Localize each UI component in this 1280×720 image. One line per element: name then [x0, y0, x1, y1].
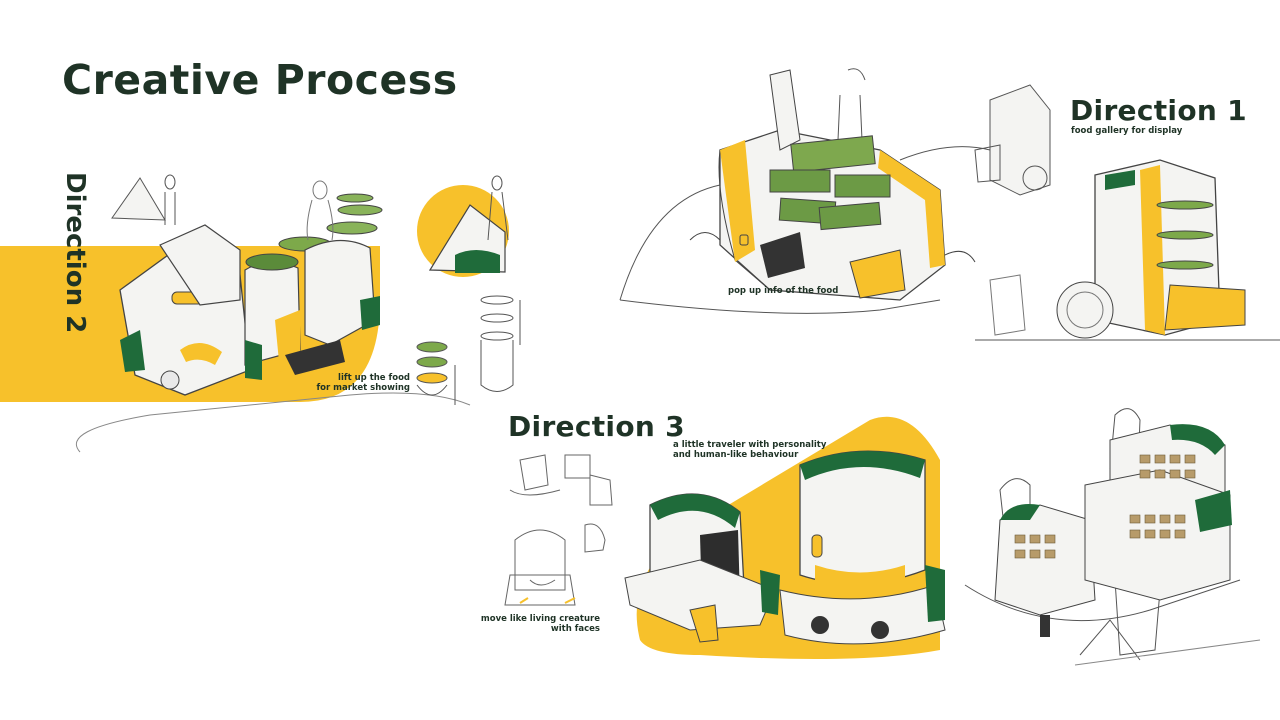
direction1-heading: Direction 1	[1070, 94, 1247, 127]
direction2-heading: Direction 2	[56, 172, 92, 333]
direction2-caption-line2: for market showing	[316, 383, 410, 393]
direction3-caption-line1: a little traveler with personality	[673, 440, 827, 450]
direction3-sketch	[504, 408, 1261, 666]
direction2-heading-text: Direction 2	[60, 172, 90, 334]
direction3-caption-line2: and human-like behaviour	[673, 450, 799, 460]
page-title: Creative Process	[62, 56, 458, 104]
direction1-sketch	[619, 68, 1280, 341]
direction3-caption2-line2: with faces	[550, 624, 600, 634]
direction3-caption-2: move like living creature with faces	[480, 614, 600, 634]
direction2-sketch	[0, 174, 521, 453]
direction2-caption: lift up the food for market showing	[300, 373, 410, 393]
direction2-caption-line1: lift up the food	[338, 373, 410, 383]
direction1-caption: pop up info of the food	[728, 286, 839, 296]
direction1-subtitle: food gallery for display	[1071, 126, 1183, 136]
direction3-caption: a little traveler with personality and h…	[673, 440, 826, 460]
direction3-caption2-line1: move like living creature	[480, 614, 600, 624]
direction3-heading: Direction 3	[508, 410, 685, 443]
